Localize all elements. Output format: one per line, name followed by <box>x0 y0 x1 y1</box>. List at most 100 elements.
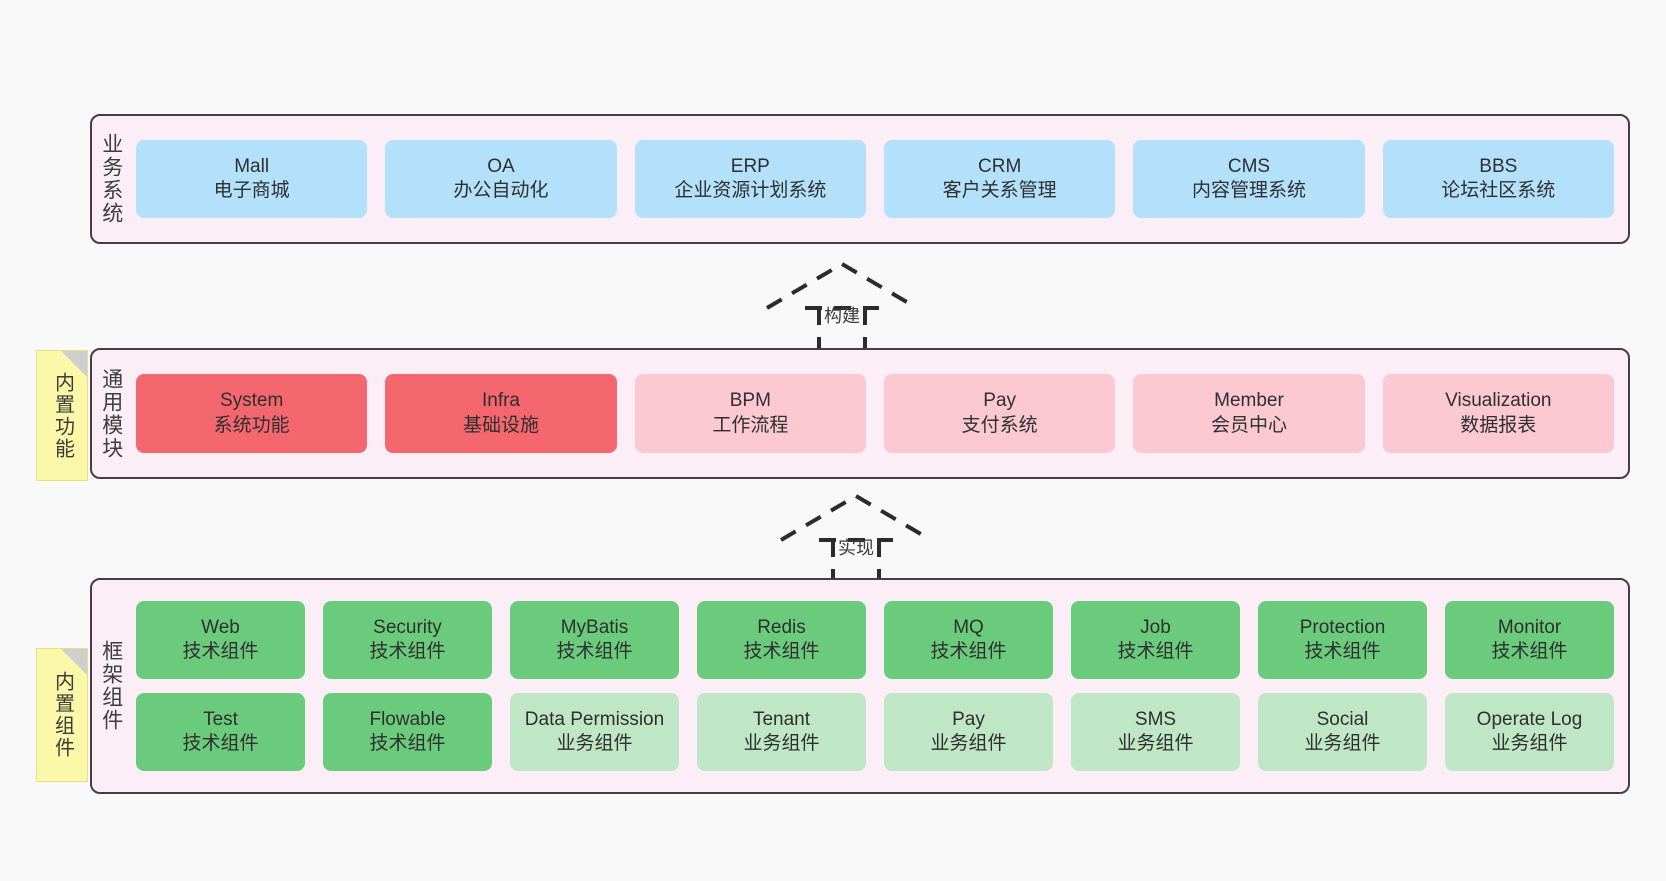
layer-label-common-modules: 通用模块 <box>99 367 123 460</box>
card-title: ERP <box>730 155 770 177</box>
layer-body-business-systems: Mall 电子商城 OA 办公自动化 ERP 企业资源计划系统 CRM 客户关系… <box>130 116 1628 242</box>
layer-label-business-systems: 业务系统 <box>99 133 123 225</box>
card-test[interactable]: Test 技术组件 <box>136 693 305 771</box>
card-subtitle: 技术组件 <box>1491 641 1568 662</box>
note-builtin-components: 内置组件 <box>36 648 88 782</box>
card-bpm[interactable]: BPM 工作流程 <box>634 374 866 453</box>
card-job[interactable]: Job 技术组件 <box>1071 601 1240 679</box>
card-infra[interactable]: Infra 基础设施 <box>385 374 617 453</box>
card-subtitle: 业务组件 <box>743 733 820 754</box>
card-row: System 系统功能 Infra 基础设施 BPM 工作流程 Pay 支付系统… <box>136 374 1614 453</box>
card-subtitle: 技术组件 <box>369 733 446 754</box>
card-sms[interactable]: SMS 业务组件 <box>1071 693 1240 771</box>
card-row: Mall 电子商城 OA 办公自动化 ERP 企业资源计划系统 CRM 客户关系… <box>136 140 1614 218</box>
card-subtitle: 基础设施 <box>462 414 539 436</box>
card-subtitle: 会员中心 <box>1210 414 1287 436</box>
card-title: Web <box>201 616 240 638</box>
card-redis[interactable]: Redis 技术组件 <box>697 601 866 679</box>
card-title: Operate Log <box>1476 708 1583 730</box>
card-subtitle: 论坛社区系统 <box>1441 180 1556 201</box>
card-title: Pay <box>952 708 985 730</box>
card-crm[interactable]: CRM 客户关系管理 <box>883 140 1116 218</box>
card-row: Web 技术组件 Security 技术组件 MyBatis 技术组件 Redi… <box>136 601 1614 679</box>
card-title: BBS <box>1479 155 1518 177</box>
card-monitor[interactable]: Monitor 技术组件 <box>1445 601 1614 679</box>
card-title: Data Permission <box>524 708 665 730</box>
card-flowable[interactable]: Flowable 技术组件 <box>323 693 492 771</box>
card-subtitle: 内容管理系统 <box>1191 180 1306 201</box>
card-subtitle: 业务组件 <box>556 733 633 754</box>
card-subtitle: 业务组件 <box>1117 733 1194 754</box>
card-row: Test 技术组件 Flowable 技术组件 Data Permission … <box>136 693 1614 771</box>
card-visualization[interactable]: Visualization 数据报表 <box>1382 374 1614 453</box>
card-subtitle: 业务组件 <box>930 733 1007 754</box>
card-subtitle: 技术组件 <box>182 733 259 754</box>
card-title: MyBatis <box>560 616 629 638</box>
card-cms[interactable]: CMS 内容管理系统 <box>1133 140 1365 218</box>
card-pay[interactable]: Pay 支付系统 <box>883 374 1116 453</box>
card-social[interactable]: Social 业务组件 <box>1258 693 1427 771</box>
card-protection[interactable]: Protection 技术组件 <box>1258 601 1427 679</box>
card-subtitle: 支付系统 <box>961 414 1038 436</box>
card-title: Infra <box>481 390 520 412</box>
card-subtitle: 业务组件 <box>1491 733 1568 754</box>
card-subtitle: 系统功能 <box>213 414 290 436</box>
card-pay-component[interactable]: Pay 业务组件 <box>884 693 1053 771</box>
card-security[interactable]: Security 技术组件 <box>323 601 492 679</box>
card-tenant[interactable]: Tenant 业务组件 <box>697 693 866 771</box>
card-title: BPM <box>729 390 771 412</box>
card-title: Redis <box>757 616 806 638</box>
layer-label-framework-components: 框架组件 <box>99 640 123 732</box>
card-mq[interactable]: MQ 技术组件 <box>884 601 1053 679</box>
card-system[interactable]: System 系统功能 <box>136 374 368 453</box>
card-oa[interactable]: OA 办公自动化 <box>385 140 617 218</box>
card-subtitle: 技术组件 <box>743 641 820 662</box>
layer-body-common-modules: System 系统功能 Infra 基础设施 BPM 工作流程 Pay 支付系统… <box>130 350 1628 477</box>
card-title: Flowable <box>369 708 446 730</box>
card-subtitle: 技术组件 <box>930 641 1007 662</box>
card-subtitle: 技术组件 <box>369 641 446 662</box>
card-subtitle: 企业资源计划系统 <box>674 180 827 201</box>
card-subtitle: 技术组件 <box>182 641 259 662</box>
card-subtitle: 技术组件 <box>1117 641 1194 662</box>
card-subtitle: 客户关系管理 <box>942 180 1057 201</box>
card-subtitle: 电子商城 <box>213 180 290 201</box>
card-title: MQ <box>953 616 984 638</box>
card-bbs[interactable]: BBS 论坛社区系统 <box>1382 140 1614 218</box>
note-text: 内置组件 <box>51 671 74 759</box>
card-title: Monitor <box>1497 616 1562 638</box>
card-subtitle: 数据报表 <box>1460 414 1537 436</box>
card-operate-log[interactable]: Operate Log 业务组件 <box>1445 693 1614 771</box>
card-title: System <box>219 390 284 412</box>
note-fold-icon <box>61 351 87 377</box>
card-title: Test <box>203 708 238 730</box>
card-title: OA <box>487 155 515 177</box>
layer-framework-components: 框架组件 Web 技术组件 Security 技术组件 MyBatis 技术组件… <box>90 578 1630 794</box>
card-title: Visualization <box>1445 390 1552 412</box>
card-title: Social <box>1316 708 1369 730</box>
card-data-permission[interactable]: Data Permission 业务组件 <box>510 693 679 771</box>
card-mall[interactable]: Mall 电子商城 <box>136 140 368 218</box>
card-subtitle: 技术组件 <box>556 641 633 662</box>
card-subtitle: 工作流程 <box>712 414 789 436</box>
note-builtin-features: 内置功能 <box>36 350 88 481</box>
connector-build-label: 构建 <box>824 306 860 326</box>
note-text: 内置功能 <box>51 371 74 460</box>
connector-implement-label: 实现 <box>838 538 874 558</box>
card-title: Member <box>1214 390 1284 412</box>
card-mybatis[interactable]: MyBatis 技术组件 <box>510 601 679 679</box>
card-erp[interactable]: ERP 企业资源计划系统 <box>634 140 866 218</box>
card-title: Mall <box>234 155 270 177</box>
card-subtitle: 办公自动化 <box>453 180 549 201</box>
card-title: Protection <box>1299 616 1386 638</box>
card-member[interactable]: Member 会员中心 <box>1133 374 1365 453</box>
card-title: CRM <box>978 155 1022 177</box>
card-subtitle: 技术组件 <box>1304 641 1381 662</box>
card-title: Pay <box>983 390 1017 412</box>
card-title: Job <box>1140 616 1171 638</box>
connector-implement: 实现 <box>771 488 941 584</box>
card-web[interactable]: Web 技术组件 <box>136 601 305 679</box>
card-title: CMS <box>1227 155 1271 177</box>
card-subtitle: 业务组件 <box>1304 733 1381 754</box>
